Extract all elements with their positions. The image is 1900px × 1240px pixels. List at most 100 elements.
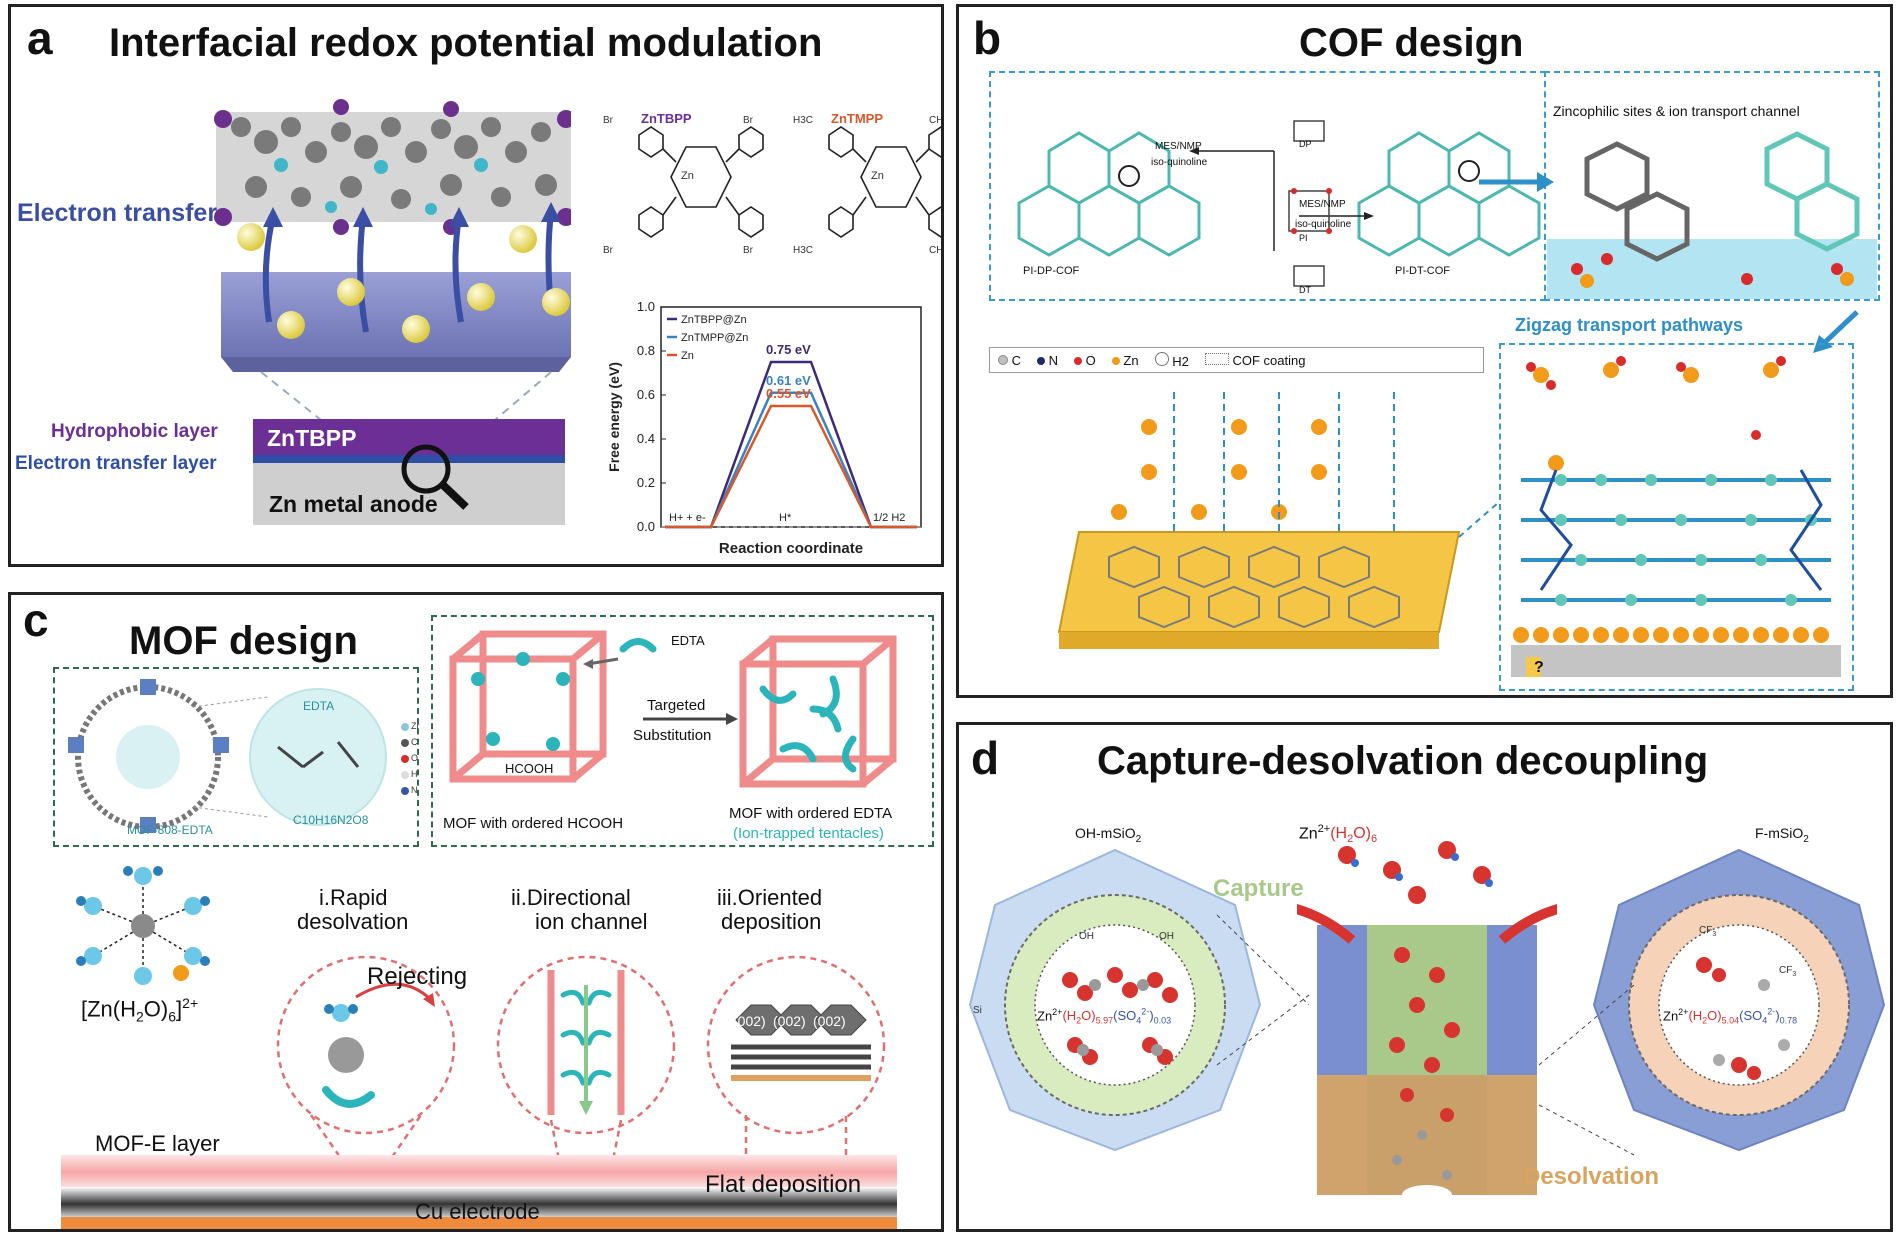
y-tick-label: 0.4: [637, 431, 655, 446]
zigzag-label: Zigzag transport pathways: [1515, 315, 1744, 335]
state-label-1: H*: [779, 512, 792, 524]
zincophilic-label: Zincophilic sites & ion transport channe…: [1553, 103, 1800, 119]
legend-entry-0: ZnTBPP@Zn: [681, 314, 747, 326]
magnifier-icon: [401, 444, 469, 510]
mof-steps: [61, 955, 897, 1229]
panel-c-label: c: [23, 594, 49, 646]
reagent-top: MES/NMP: [1155, 141, 1202, 152]
element-h: H: [411, 769, 418, 779]
state-label-0: H+ + e-: [669, 512, 706, 524]
desolvation-label: Desolvation: [1523, 1163, 1660, 1190]
mof808-box: [53, 667, 419, 847]
energy-line-1: [665, 391, 917, 529]
cof-frameworks: [1017, 120, 1541, 287]
zigzag-box: [1499, 343, 1854, 691]
br-label-3: Br: [603, 245, 613, 256]
element-c: C: [411, 737, 418, 747]
facet-1: (002): [733, 1013, 766, 1029]
capture-label: Capture: [1213, 875, 1304, 902]
question-mark: ?: [1534, 659, 1544, 676]
oh-label-2: OH: [1159, 931, 1174, 942]
pi-label: PI: [1299, 233, 1308, 243]
pi-dt-cof-label: PI-DT-COF: [1395, 265, 1450, 277]
reagent-top2: iso-quinoline: [1151, 157, 1208, 168]
right-formula: Zn2+(H2O)5.04(SO42-)0.78: [1663, 1007, 1798, 1026]
si-label-1: Si: [973, 1005, 982, 1016]
legend-zn: Zn: [1111, 353, 1139, 368]
y-tick-label: 0.6: [637, 387, 655, 402]
hydrophobic-layer-label: Hydrophobic layer: [51, 421, 218, 442]
energy-label-0: 0.75 eV: [766, 342, 811, 357]
panel-a: a Interfacial redox potential modulation: [8, 4, 944, 567]
x-axis-label: Reaction coordinate: [719, 540, 863, 557]
ion-trapped-label: (Ion-trapped tentacles): [733, 825, 884, 842]
step3-b: deposition: [721, 909, 822, 934]
flat-deposition-label: Flat deposition: [705, 1171, 862, 1198]
ch3-label-2: CH3: [929, 245, 944, 256]
mof-hcooh-label: MOF with ordered HCOOH: [443, 815, 624, 832]
left-formula: Zn2+(H2O)5.97(SO42-)0.03: [1037, 1007, 1172, 1026]
left-particle: [968, 848, 1262, 1152]
legend-n: N: [1037, 353, 1058, 368]
br-label-2: Br: [743, 115, 753, 126]
panel-b-title: COF design: [1299, 21, 1524, 65]
electron-transfer-layer-label: Electron transfer layer: [15, 453, 217, 474]
step2-b: ion channel: [535, 909, 648, 934]
ch3-label-1: CH3: [929, 115, 944, 126]
panel-c-title: MOF design: [129, 619, 358, 663]
oh-msio2-label: OH-mSiO2: [1075, 825, 1142, 845]
panel-b: b COF design MES/NMP iso-quinoline: [956, 4, 1893, 698]
mof-e-layer-label: MOF-E layer: [95, 1131, 220, 1156]
cof-coated-zn-plate: [1057, 392, 1499, 649]
legend-entry-2: Zn: [681, 350, 694, 362]
energy-line-2: [665, 404, 917, 529]
y-tick-label: 1.0: [637, 299, 655, 314]
formula-label: C10H16N2O8: [293, 813, 369, 827]
mof808-label: MOF-808-EDTA: [127, 823, 213, 837]
legend-c: C: [998, 353, 1021, 368]
mof808-structure: [68, 679, 409, 833]
cf3-label-2: CF3: [1779, 965, 1797, 978]
zn-complex: [76, 866, 210, 985]
oh-label-1: OH: [1079, 931, 1094, 942]
h3c-label-1: H3C: [793, 115, 814, 126]
cf3-label-1: CF3: [1699, 925, 1717, 938]
capture-channel: [1297, 841, 1557, 1205]
y-axis-label: Free energy (eV): [606, 362, 622, 472]
y-tick-label: 0.0: [637, 519, 655, 534]
panel-a-label: a: [27, 12, 53, 64]
f-msio2-label: F-mSiO2: [1755, 825, 1809, 845]
y-tick-label: 0.8: [637, 343, 655, 358]
reagent-bottom2: iso-quinoline: [1295, 219, 1352, 230]
electron-transfer-schematic: [214, 99, 571, 525]
zn-anode-label: Zn metal anode: [269, 491, 438, 517]
legend-o: O: [1074, 353, 1096, 368]
legend-h2: H2: [1154, 351, 1189, 369]
reagent-bottom: MES/NMP: [1299, 199, 1346, 210]
energy-label-1: 0.61 eV: [766, 373, 811, 388]
right-particle: [1592, 848, 1886, 1152]
blue-arrow-right: [1479, 172, 1554, 192]
dp-label: DP: [1299, 139, 1312, 149]
step1-b: desolvation: [297, 909, 409, 934]
panel-d: d Capture-desolvation decoupling OH-mSiO…: [956, 722, 1893, 1232]
br-label-1: Br: [603, 115, 613, 126]
pi-dp-cof-label: PI-DP-COF: [1023, 265, 1080, 277]
panel-a-title: Interfacial redox potential modulation: [109, 21, 823, 65]
mol2-name: ZnTMPP: [831, 111, 883, 126]
dt-label: DT: [1299, 285, 1311, 295]
energy-label-2: 0.55 eV: [766, 386, 811, 401]
electron-transfer-label: Electron transfer: [17, 199, 218, 227]
electrons: [237, 223, 570, 343]
zigzag-layers: [1511, 356, 1841, 677]
h3c-label-2: H3C: [793, 245, 814, 256]
atom-legend: C N O Zn H2 COF coating: [989, 347, 1484, 373]
panel-b-label: b: [973, 12, 1002, 64]
step1-a: i.Rapid: [319, 885, 388, 910]
br-label-4: Br: [743, 245, 753, 256]
legend-cof: COF coating: [1204, 352, 1305, 368]
rejecting-label: Rejecting: [367, 963, 468, 990]
y-tick-label: 0.2: [637, 475, 655, 490]
substitution-box: [431, 615, 934, 847]
element-n: N: [411, 785, 418, 795]
